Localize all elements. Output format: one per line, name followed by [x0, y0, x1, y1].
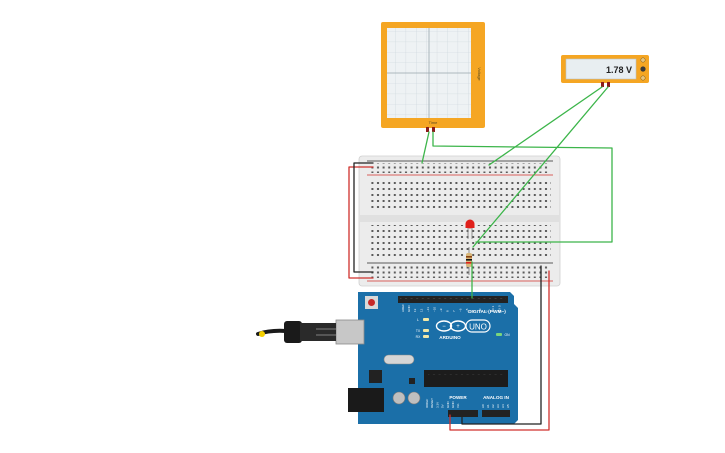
- breadboard[interactable]: [358, 155, 561, 287]
- wire-scope-to-breadboard[interactable]: [421, 131, 430, 164]
- multimeter[interactable]: 1.78 V: [561, 55, 649, 87]
- svg-text:−: −: [442, 324, 446, 330]
- aref-pin-label: AREF: [401, 304, 405, 312]
- voltage-regulator: [369, 370, 382, 383]
- oscilloscope-x-label: Time: [429, 120, 439, 125]
- led-rx-label: RX: [416, 335, 421, 339]
- led-tx-label: TX: [416, 329, 421, 333]
- digital-pin-label: ~3: [478, 308, 482, 312]
- wires[interactable]: [348, 86, 613, 431]
- resistor-icon[interactable]: [466, 247, 472, 275]
- led-l-indicator: [423, 318, 429, 321]
- digital-pin-label: ~10: [433, 307, 437, 312]
- led-rx-indicator: [423, 335, 429, 338]
- svg-text:+: +: [456, 324, 460, 330]
- power-pin-label: 5V: [441, 404, 445, 408]
- oscilloscope[interactable]: Voltage Time: [381, 22, 485, 132]
- on-led: [496, 333, 502, 336]
- digital-pin-label: 13: [413, 308, 417, 312]
- led-l-label: L: [417, 318, 419, 322]
- digital-pin-label: ~5: [465, 308, 469, 312]
- analog-pin-label: A3: [496, 404, 500, 408]
- digital-pin-label: ~6: [459, 308, 463, 312]
- brand-label: ARDUINO: [439, 335, 461, 340]
- wire-left-black[interactable]: [353, 162, 374, 273]
- analog-label: ANALOG IN: [483, 395, 509, 400]
- digital-pin-label: 12: [420, 308, 424, 312]
- analog-pin-label: A5: [506, 404, 510, 408]
- digital-pin-label: ~11: [426, 307, 430, 312]
- multimeter-probe-negative[interactable]: [601, 82, 604, 87]
- oscilloscope-probe-positive[interactable]: [432, 127, 435, 132]
- power-pin-label: GND: [446, 401, 450, 409]
- power-pin-label: Vin: [456, 403, 460, 408]
- power-pin-label: GND: [451, 401, 455, 409]
- digital-label: DIGITAL (PWM~): [468, 309, 506, 315]
- digital-pin-label: 4: [472, 310, 476, 312]
- capacitor-1: [392, 391, 406, 405]
- wire-meter-to-resistor[interactable]: [472, 86, 609, 248]
- analog-pin-label: A1: [486, 404, 490, 408]
- digital-pin-label: 7: [452, 310, 456, 312]
- breadboard-top-terminals[interactable]: [370, 179, 551, 211]
- multimeter-probe-positive[interactable]: [607, 82, 610, 87]
- usb-port[interactable]: [335, 319, 365, 345]
- digital-pin-label: 2: [485, 310, 489, 312]
- led-tx-indicator: [423, 329, 429, 332]
- digital-pin-label: ~9: [439, 308, 443, 312]
- digital-pin-label: TX 1: [491, 305, 495, 312]
- breadboard-top-rail[interactable]: [370, 163, 550, 173]
- analog-pin-label: A0: [481, 404, 485, 408]
- on-label: ON: [504, 333, 510, 337]
- wire-meter-to-rail[interactable]: [488, 86, 603, 166]
- power-pin-label: 3.3V: [435, 402, 439, 408]
- led-icon[interactable]: [465, 219, 475, 240]
- digital-pin-label: 8: [446, 310, 450, 312]
- multimeter-display: [565, 58, 637, 80]
- reset-button[interactable]: [368, 299, 375, 306]
- analog-pin-label: A4: [501, 404, 505, 408]
- breadboard-bottom-terminals[interactable]: [370, 225, 551, 257]
- wire-5v[interactable]: [449, 270, 550, 431]
- oscilloscope-y-label: Voltage: [477, 67, 482, 81]
- wire-gnd[interactable]: [461, 265, 542, 425]
- power-jack[interactable]: [348, 388, 384, 412]
- arduino-uno[interactable]: DIGITAL (PWM~) POWER ANALOG IN − + UNO A…: [335, 292, 518, 424]
- wire-left-red[interactable]: [348, 166, 374, 279]
- power-header[interactable]: [448, 410, 478, 417]
- wire-scope-to-led[interactable]: [432, 131, 613, 243]
- digital-pin-label: RX 0: [498, 305, 502, 312]
- breadboard-bottom-rail[interactable]: [370, 266, 550, 278]
- power-pin-label: RESET: [430, 398, 434, 408]
- analog-header[interactable]: [482, 410, 510, 417]
- capacitor-2: [407, 391, 421, 405]
- analog-pin-label: A2: [491, 404, 495, 408]
- model-label: UNO: [469, 323, 487, 332]
- power-pin-label: IOREF: [425, 399, 429, 408]
- multimeter-mode-r[interactable]: [640, 75, 646, 81]
- oscilloscope-probe-negative[interactable]: [426, 127, 429, 132]
- arduino-board: [358, 292, 518, 424]
- crystal: [383, 354, 415, 365]
- multimeter-reading: 1.78 V: [606, 65, 632, 75]
- multimeter-mode-v[interactable]: [640, 66, 646, 72]
- gnd-pin-label: GND: [407, 305, 411, 313]
- multimeter-mode-a[interactable]: [640, 57, 646, 63]
- power-label: POWER: [449, 395, 467, 400]
- usb-cable-icon[interactable]: [256, 321, 336, 343]
